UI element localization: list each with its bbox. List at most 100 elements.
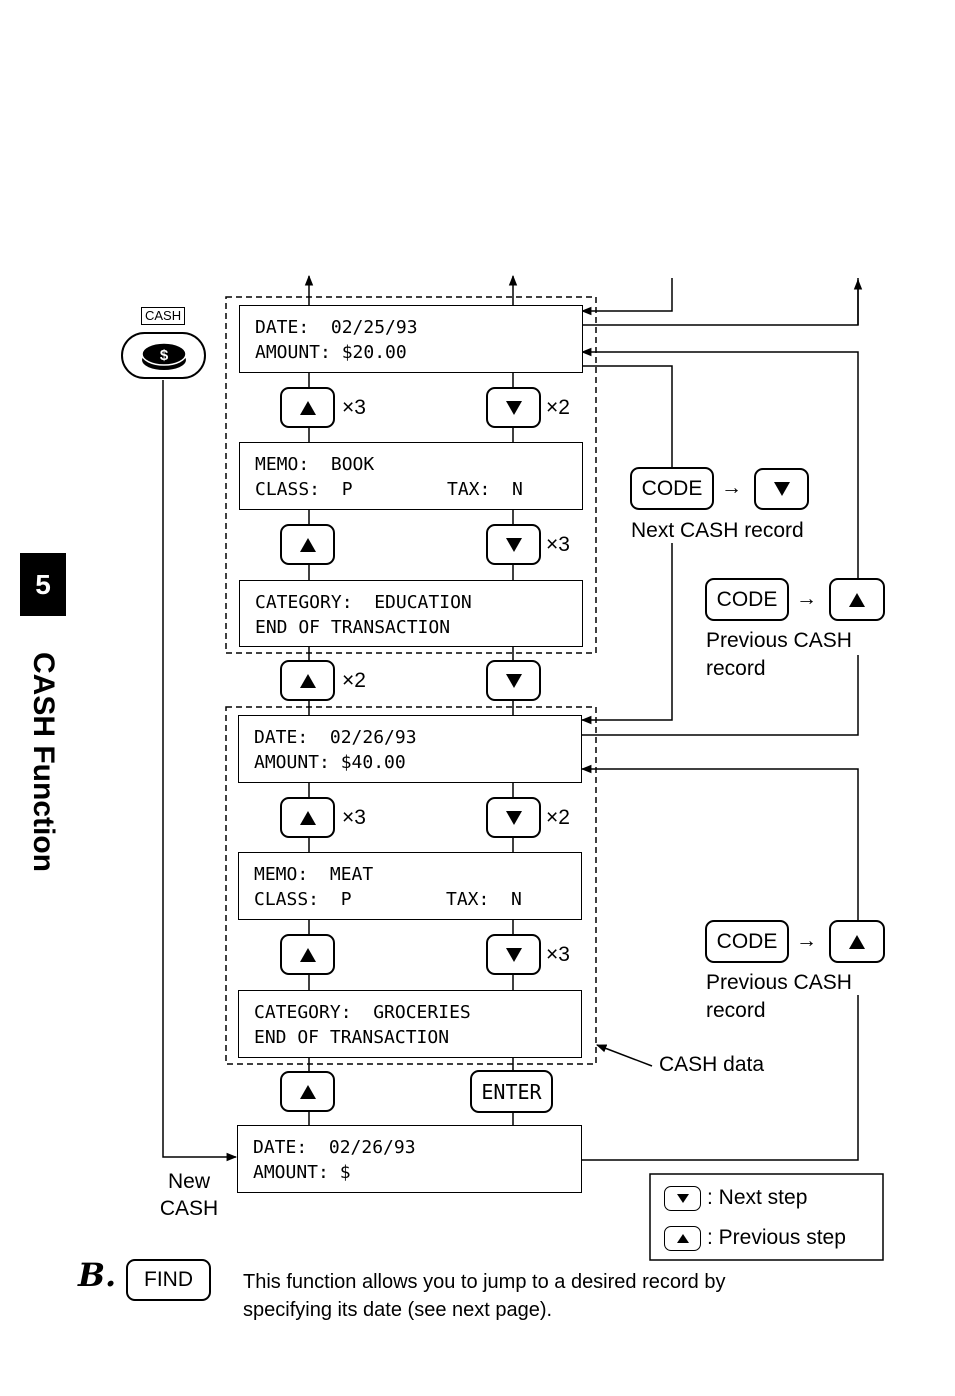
repeat-count: ×2: [546, 806, 570, 829]
coin-icon: $: [140, 341, 187, 370]
screen-line: AMOUNT: $40.00: [254, 752, 406, 773]
new-cash-label-line: CASH: [159, 1197, 219, 1220]
record2-memo-screen: MEMO: MEAT CLASS: P TAX: N: [238, 852, 582, 920]
previous-cash-record-caption: Previous CASH record: [706, 627, 852, 683]
screen-line: END OF TRANSACTION: [254, 1027, 450, 1048]
code-key-label: CODE: [716, 587, 778, 611]
down-arrow-key[interactable]: [486, 934, 541, 975]
up-triangle-icon: [849, 592, 865, 607]
chapter-tab: 5: [20, 553, 66, 616]
record1-dashed-box: [225, 296, 597, 654]
record2-date-screen: DATE: 02/26/93 AMOUNT: $40.00: [238, 715, 582, 783]
code-key-label: CODE: [641, 476, 703, 500]
enter-key[interactable]: ENTER: [470, 1070, 553, 1113]
cash-key-label-text: CASH: [145, 308, 182, 323]
caption-line: Previous CASH: [706, 971, 852, 994]
caption-line: record: [706, 999, 766, 1022]
up-arrow-key[interactable]: [280, 524, 335, 565]
screen-line: CLASS: P: [254, 889, 352, 910]
arrow-glyph: →: [796, 929, 817, 952]
down-triangle-icon: [505, 537, 522, 552]
caption-line: record: [706, 657, 766, 680]
section-letter: B.: [78, 1256, 117, 1294]
up-arrow-key[interactable]: [829, 578, 885, 621]
repeat-count: ×3: [342, 396, 366, 419]
legend-up-key: [664, 1226, 701, 1251]
find-key[interactable]: FIND: [126, 1259, 211, 1301]
screen-line: CATEGORY: GROCERIES: [254, 1002, 471, 1023]
down-arrow-key[interactable]: [486, 387, 541, 428]
up-arrow-key[interactable]: [829, 920, 885, 963]
screen-line: AMOUNT: $: [253, 1162, 351, 1183]
up-arrow-key[interactable]: [280, 660, 335, 701]
repeat-count: ×2: [546, 396, 570, 419]
cash-data-label: CASH data: [659, 1053, 765, 1076]
new-cash-label: New CASH: [150, 1168, 228, 1222]
screen-line: DATE: 02/25/93: [255, 317, 418, 338]
description-line: specifying its date (see next page).: [243, 1299, 553, 1321]
screen-line: MEMO: MEAT: [254, 864, 374, 885]
up-triangle-icon: [299, 947, 316, 962]
arrow-glyph: →: [796, 587, 817, 610]
legend-previous-step: : Previous step: [707, 1226, 846, 1249]
repeat-count: ×3: [546, 943, 570, 966]
up-triangle-icon: [299, 1084, 316, 1099]
previous-cash-record-caption: Previous CASH record: [706, 969, 852, 1025]
up-triangle-icon: [299, 400, 316, 415]
down-triangle-icon: [505, 400, 522, 415]
up-triangle-icon: [299, 673, 316, 688]
down-arrow-key[interactable]: [486, 797, 541, 838]
up-triangle-icon: [849, 934, 865, 949]
down-arrow-key[interactable]: [754, 468, 809, 510]
repeat-count: ×3: [546, 533, 570, 556]
screen-line: END OF TRANSACTION: [255, 617, 451, 638]
down-arrow-key[interactable]: [486, 660, 541, 701]
code-key-label: CODE: [716, 929, 778, 953]
find-key-label: FIND: [144, 1268, 193, 1291]
record2-dashed-box: [225, 706, 597, 1065]
new-cash-label-line: New: [167, 1170, 210, 1193]
new-cash-screen: DATE: 02/26/93 AMOUNT: $: [237, 1125, 582, 1193]
description-line: This function allows you to jump to a de…: [243, 1271, 726, 1293]
up-triangle-icon: [676, 1234, 689, 1243]
next-cash-record-caption: Next CASH record: [631, 519, 804, 542]
svg-text:$: $: [159, 347, 168, 364]
up-arrow-key[interactable]: [280, 1071, 335, 1112]
up-arrow-key[interactable]: [280, 797, 335, 838]
repeat-count: ×3: [342, 806, 366, 829]
screen-line: DATE: 02/26/93: [253, 1137, 416, 1158]
code-key[interactable]: CODE: [705, 920, 789, 963]
caption-line: Previous CASH: [706, 629, 852, 652]
down-arrow-key[interactable]: [486, 524, 541, 565]
down-triangle-icon: [505, 810, 522, 825]
enter-key-label: ENTER: [481, 1079, 542, 1104]
tax-field: TAX: N: [447, 479, 523, 500]
cash-key-button[interactable]: $: [121, 332, 206, 379]
up-triangle-icon: [299, 537, 316, 552]
screen-line: MEMO: BOOK: [255, 454, 375, 475]
down-triangle-icon: [773, 482, 790, 496]
screen-line: CLASS: P: [255, 479, 353, 500]
chapter-number: 5: [35, 568, 51, 600]
record1-category-screen: CATEGORY: EDUCATION END OF TRANSACTION: [239, 580, 583, 647]
arrow-glyph: →: [721, 476, 742, 499]
code-key[interactable]: CODE: [705, 578, 789, 621]
screen-line: DATE: 02/26/93: [254, 727, 417, 748]
down-triangle-icon: [505, 947, 522, 962]
cash-key-label: CASH: [141, 307, 186, 325]
up-arrow-key[interactable]: [280, 934, 335, 975]
down-triangle-icon: [676, 1194, 689, 1203]
legend-down-key: [664, 1186, 701, 1211]
code-key[interactable]: CODE: [630, 467, 714, 510]
repeat-count: ×2: [342, 669, 366, 692]
legend-next-step: : Next step: [707, 1186, 808, 1209]
up-triangle-icon: [299, 810, 316, 825]
up-arrow-key[interactable]: [280, 387, 335, 428]
section-b-description: This function allows you to jump to a de…: [243, 1268, 725, 1324]
tax-field: TAX: N: [446, 889, 522, 910]
screen-line: AMOUNT: $20.00: [255, 342, 407, 363]
screen-line: CATEGORY: EDUCATION: [255, 592, 472, 613]
record1-memo-screen: MEMO: BOOK CLASS: P TAX: N: [239, 442, 583, 510]
legend-box: [649, 1173, 884, 1261]
